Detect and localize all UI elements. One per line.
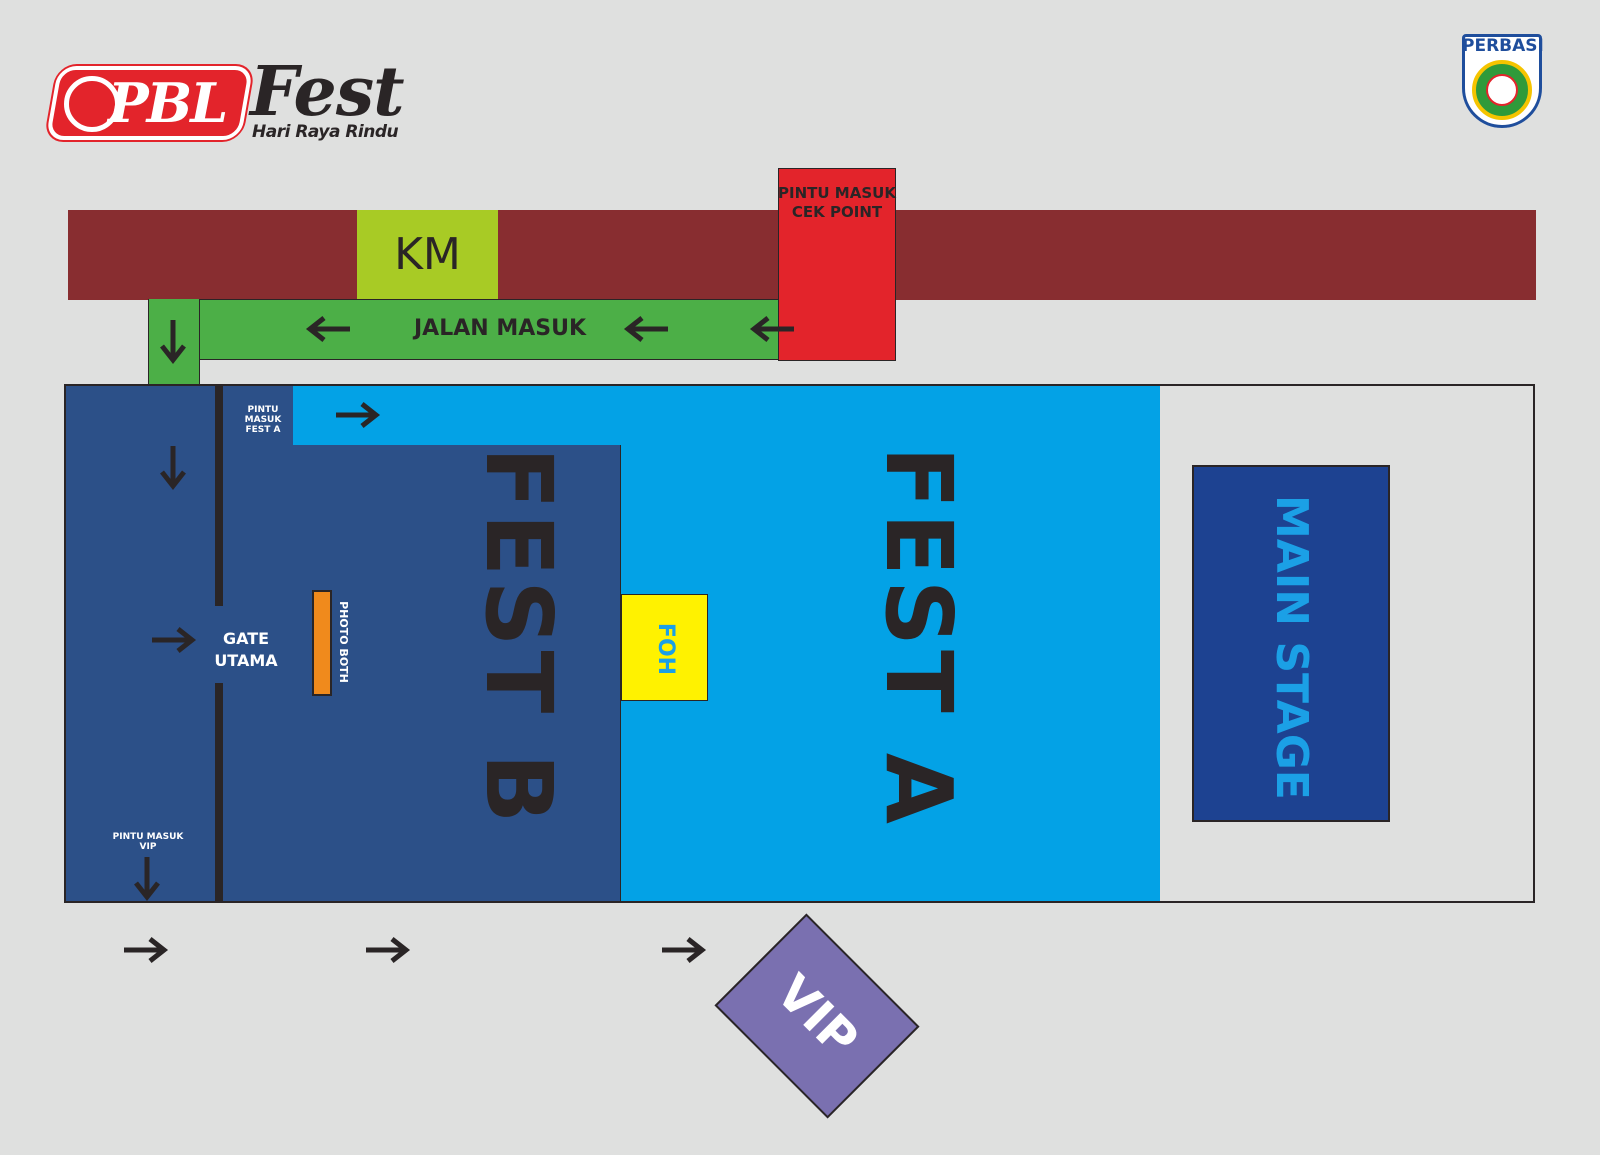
logo-tagline: Hari Raya Rindu <box>252 122 399 142</box>
fence-lower <box>215 683 223 903</box>
arrow-down-icon <box>158 444 188 492</box>
arrow-right-icon <box>122 935 170 965</box>
arrow-right-icon <box>660 935 708 965</box>
fest-b-label: FEST B <box>465 446 572 828</box>
basketball-icon <box>64 76 120 132</box>
checkpoint-zone <box>778 168 896 361</box>
logo-fest-text: Fest <box>250 52 405 132</box>
arrow-left-icon <box>622 314 670 344</box>
pintu-masuk-fest-a-label: PINTU MASUK FEST A <box>244 405 282 435</box>
pintu-masuk-vip-label: PINTU MASUK VIP <box>112 832 184 852</box>
km-label: KM <box>394 229 461 280</box>
photo-booth-zone <box>312 590 332 696</box>
checkpoint-label: PINTU MASUK CEK POINT <box>778 184 896 221</box>
foh-label: FOH <box>653 622 678 676</box>
foh-zone <box>621 594 708 701</box>
km-zone <box>357 210 498 299</box>
photo-booth-label: PHOTO BOTH <box>337 601 350 683</box>
main-stage-zone <box>1192 465 1390 822</box>
perbasi-emblem-center-icon <box>1486 74 1518 106</box>
arrow-left-icon <box>748 314 796 344</box>
arrow-left-icon <box>304 314 352 344</box>
jalan-masuk-label: JALAN MASUK <box>413 316 586 341</box>
perbasi-badge-text: PERBASI <box>1462 36 1544 56</box>
main-stage-label: MAIN STAGE <box>1266 495 1317 800</box>
fence-upper <box>215 384 223 606</box>
arrow-right-icon <box>364 935 412 965</box>
gate-utama-label: GATE UTAMA <box>214 629 278 670</box>
arrow-right-icon <box>150 625 198 655</box>
arrow-right-icon <box>334 400 382 430</box>
fest-a-zone <box>621 384 1160 903</box>
logo-brand-text: PBL <box>108 71 228 135</box>
arrow-down-icon <box>158 318 188 366</box>
fest-a-label: FEST A <box>865 446 972 828</box>
arrow-down-icon <box>132 855 162 903</box>
